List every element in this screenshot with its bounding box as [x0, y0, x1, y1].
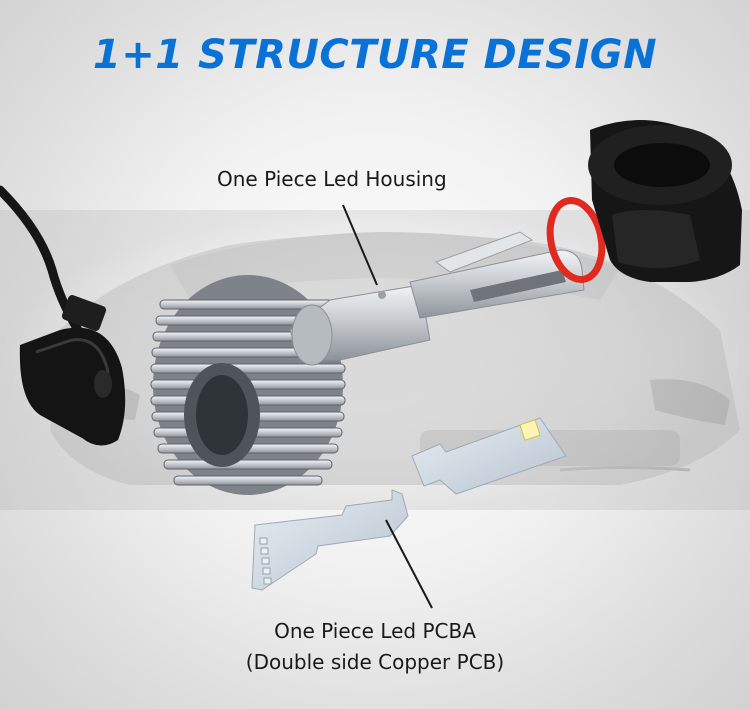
- housing-callout-line: [342, 204, 378, 286]
- pcb-upper-piece: [411, 417, 567, 495]
- page-title: 1+1 STRUCTURE DESIGN: [92, 32, 658, 78]
- adapter-base: [588, 120, 742, 282]
- pcba-callout-label: One Piece Led PCBA (Double side Copper P…: [0, 616, 750, 678]
- led-housing: [289, 231, 585, 366]
- housing-callout-label: One Piece Led Housing: [217, 167, 447, 191]
- wire-connector: [0, 185, 126, 446]
- pcba-callout-line: [385, 519, 433, 609]
- pcb-lower-piece: [251, 489, 409, 591]
- seal-ring: [546, 197, 606, 283]
- pcba-callout-line2: (Double side Copper PCB): [245, 650, 505, 674]
- pcba-callout-line1: One Piece Led PCBA: [274, 619, 476, 643]
